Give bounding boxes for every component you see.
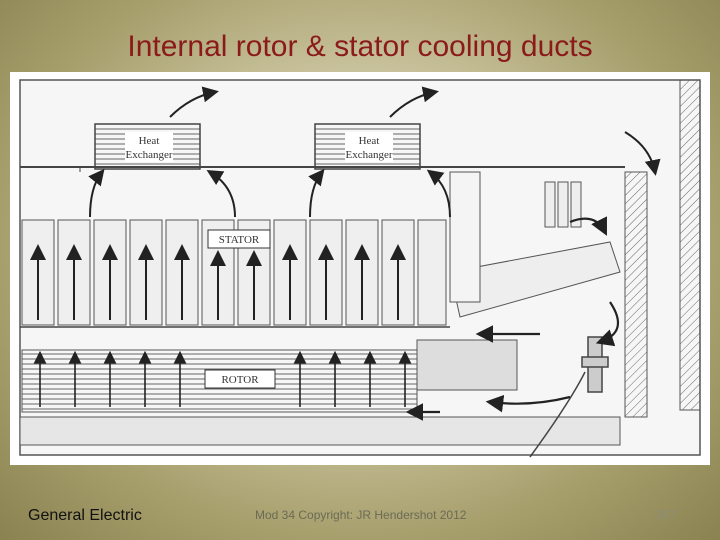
stator-airflow-arrows	[30, 244, 406, 320]
heat-exchanger-right: Heat Exchanger	[314, 123, 421, 170]
exchanger-airflow-arrows	[88, 86, 661, 218]
heat-exchanger-left-label-2: Exchanger	[125, 149, 172, 161]
footer-company: General Electric	[28, 507, 142, 524]
rotor-label: ROTOR	[221, 374, 259, 386]
heat-exchanger-left-label-1: Heat	[139, 135, 160, 147]
rotor-stack	[21, 339, 518, 413]
cooling-duct-diagram: Heat Exchanger Heat Exchanger STATOR	[10, 72, 710, 465]
heat-exchanger-right-label-1: Heat	[359, 135, 380, 147]
page-number: 357	[656, 508, 677, 522]
stator-label: STATOR	[219, 234, 260, 246]
slide-title: Internal rotor & stator cooling ducts	[127, 30, 593, 63]
return-airflow-arrows	[405, 216, 620, 421]
end-winding	[449, 171, 621, 318]
fan-assembly	[529, 336, 609, 458]
rotor-airflow-arrows	[33, 350, 412, 407]
heat-exchanger-left: Heat Exchanger	[94, 123, 201, 170]
heat-exchanger-right-label-2: Exchanger	[345, 149, 392, 161]
footer-copyright: Mod 34 Copyright: JR Hendershot 2012	[255, 508, 467, 522]
